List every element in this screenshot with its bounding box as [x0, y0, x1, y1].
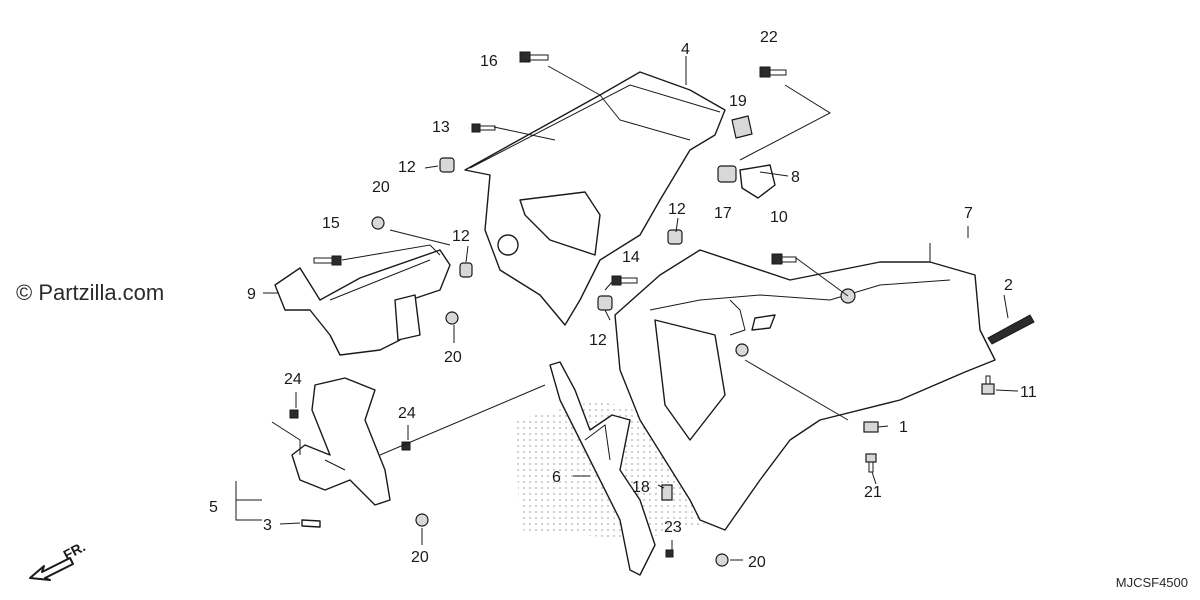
callout-10: 10 — [770, 209, 788, 226]
part-13-screw[interactable] — [471, 123, 496, 133]
part-12-collar-a[interactable] — [439, 157, 455, 173]
callout-20b: 20 — [444, 349, 462, 366]
part-24-screw-a[interactable] — [289, 409, 299, 419]
callout-8: 8 — [791, 169, 800, 186]
part-1-nut[interactable] — [863, 421, 879, 433]
part-12-collar-b[interactable] — [459, 262, 473, 278]
part-21-screw[interactable] — [865, 453, 877, 473]
callout-20c: 20 — [411, 549, 429, 566]
part-22-bolt[interactable] — [759, 66, 787, 78]
part-9-inner-bracket[interactable] — [274, 249, 451, 356]
part-14-screw[interactable] — [611, 275, 638, 286]
callout-5: 5 — [209, 499, 218, 516]
callout-18: 18 — [632, 479, 650, 496]
diagram-code: MJCSF4500 — [1115, 575, 1188, 590]
part-20-fastener-b[interactable] — [445, 311, 459, 325]
part-16-bolt[interactable] — [519, 51, 549, 63]
part-20-fastener-a[interactable] — [371, 216, 385, 230]
front-direction-arrow: FR. — [29, 538, 88, 581]
part-18-clip[interactable] — [661, 484, 673, 501]
part-2-emblem[interactable] — [987, 314, 1035, 345]
callout-24a: 24 — [284, 371, 302, 388]
direction-label: FR. — [60, 538, 87, 563]
callout-9: 9 — [247, 286, 256, 303]
callout-20d: 20 — [748, 554, 766, 571]
part-23-screw[interactable] — [665, 549, 674, 558]
callout-23: 23 — [664, 519, 682, 536]
callout-12b: 12 — [452, 228, 470, 245]
callout-3: 3 — [263, 517, 272, 534]
part-12-collar-d[interactable] — [597, 295, 613, 311]
arrow-left-icon — [29, 557, 74, 581]
part-19-nut[interactable] — [731, 115, 753, 139]
callout-11: 11 — [1020, 384, 1037, 401]
callout-6: 6 — [552, 469, 561, 486]
part-11-grommet[interactable] — [981, 375, 995, 395]
part-17-collar[interactable] — [717, 165, 737, 183]
callout-21: 21 — [864, 484, 882, 501]
part-3-clip[interactable] — [301, 519, 321, 528]
part-20-fastener-d[interactable] — [715, 553, 729, 567]
part-5-lower-bracket[interactable] — [291, 377, 391, 506]
callout-12c: 12 — [668, 201, 686, 218]
part-8-stay[interactable] — [739, 164, 776, 199]
callout-12d: 12 — [589, 332, 607, 349]
callout-4: 4 — [681, 41, 690, 58]
callout-labels: 1 2 3 4 5 6 7 8 9 10 11 12 12 12 12 13 1… — [209, 29, 1037, 571]
callout-22: 22 — [760, 29, 778, 46]
callout-20a: 20 — [372, 179, 390, 196]
part-6-inner-strip[interactable] — [549, 361, 656, 576]
callout-14: 14 — [622, 249, 640, 266]
watermark: © Partzilla.com — [16, 280, 165, 305]
callout-13: 13 — [432, 119, 450, 136]
callout-7: 7 — [964, 205, 973, 222]
part-12-collar-c[interactable] — [667, 229, 683, 245]
callout-12a: 12 — [398, 159, 416, 176]
leader-lines — [235, 56, 1019, 561]
callout-17: 17 — [714, 205, 732, 222]
part-7-side-cowl[interactable] — [614, 249, 996, 531]
callout-1: 1 — [899, 419, 908, 436]
part-20-fastener-c[interactable] — [415, 513, 429, 527]
callout-16: 16 — [480, 53, 498, 70]
callout-2: 2 — [1004, 277, 1013, 294]
callout-15: 15 — [322, 215, 340, 232]
part-4-upper-panel[interactable] — [464, 71, 726, 326]
part-10-bolt[interactable] — [771, 253, 797, 265]
part-15-screw[interactable] — [313, 255, 342, 266]
callout-24b: 24 — [398, 405, 416, 422]
callout-19: 19 — [729, 93, 747, 110]
